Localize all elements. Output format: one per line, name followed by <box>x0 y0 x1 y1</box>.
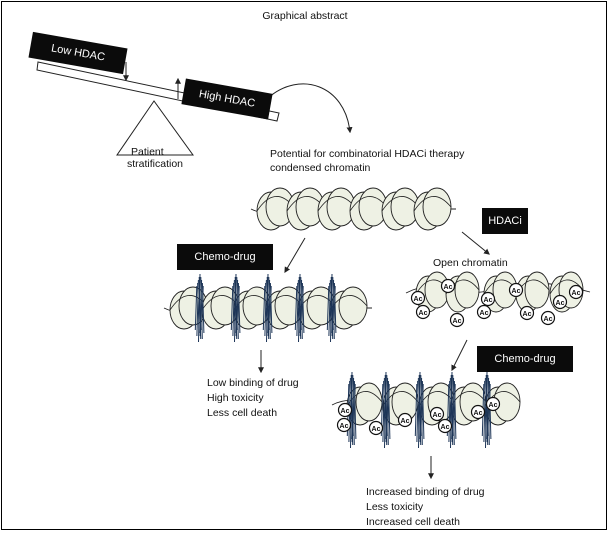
svg-text:Ac: Ac <box>441 424 450 431</box>
condensed-chromatin-nucleosome <box>317 187 356 231</box>
chemo-drug-box-left: Chemo-drug <box>177 244 273 270</box>
drug-spike <box>194 273 205 343</box>
condensed-chromatin-nucleosome <box>413 187 452 231</box>
condensed-chromatin-label: condensed chromatin <box>270 162 371 174</box>
svg-text:Ac: Ac <box>453 318 462 325</box>
outcome-right-3: Increased cell death <box>366 516 460 528</box>
acetyl-mark: Ac <box>437 418 453 434</box>
chemo-drug-box-right: Chemo-drug <box>477 346 573 372</box>
acetyl-mark: Ac <box>568 284 584 300</box>
svg-text:Ac: Ac <box>340 423 349 430</box>
low-hdac-label: Low HDAC <box>50 42 106 64</box>
acetyl-mark: Ac <box>519 305 535 321</box>
svg-text:Ac: Ac <box>523 311 532 318</box>
condensed-chromatin-nucleosome <box>349 187 388 231</box>
figure-title: Graphical abstract <box>262 10 348 22</box>
acetyl-mark: Ac <box>440 278 456 294</box>
svg-text:Ac: Ac <box>480 310 489 317</box>
acetyl-mark: Ac <box>470 404 486 420</box>
drug-spike <box>326 273 337 343</box>
condensed-chromatin-nucleosome <box>381 187 420 231</box>
chemo-drug-label-left: Chemo-drug <box>194 251 256 263</box>
svg-text:Ac: Ac <box>444 284 453 291</box>
svg-text:Ac: Ac <box>372 426 381 433</box>
arrow-to-condensed-drug <box>284 237 306 274</box>
drug-spike <box>414 371 425 449</box>
svg-text:Ac: Ac <box>419 310 428 317</box>
acetyl-mark: Ac <box>552 294 568 310</box>
svg-text:Ac: Ac <box>544 316 553 323</box>
hdaci-box: HDACi <box>482 208 528 234</box>
chemo-drug-label-right: Chemo-drug <box>494 353 556 365</box>
fulcrum-label-2: stratification <box>127 158 184 170</box>
svg-text:Ac: Ac <box>484 297 493 304</box>
svg-text:Ac: Ac <box>474 410 483 417</box>
svg-text:Ac: Ac <box>556 300 565 307</box>
drug-spike <box>230 273 241 343</box>
fulcrum-label-1: Patient <box>131 146 164 158</box>
acetyl-mark: Ac <box>540 310 556 326</box>
drug-spike <box>294 273 305 343</box>
acetyl-mark: Ac <box>415 304 431 320</box>
outcome-left-2: High toxicity <box>207 392 264 404</box>
outcome-right-1: Increased binding of drug <box>366 486 485 498</box>
svg-text:Ac: Ac <box>433 412 442 419</box>
outcome-left-1: Low binding of drug <box>207 377 299 389</box>
acetyl-mark: Ac <box>336 417 352 433</box>
open-chromatin-drug-nucleosome <box>450 382 487 426</box>
svg-text:Ac: Ac <box>401 418 410 425</box>
open-chromatin-drug-nucleosome <box>382 382 419 426</box>
svg-text:Ac: Ac <box>512 288 521 295</box>
acetyl-mark: Ac <box>480 291 496 307</box>
condensed-chromatin-drug-nucleosome <box>201 286 240 330</box>
drug-spike <box>380 371 391 449</box>
acetyl-mark: Ac <box>449 312 465 328</box>
acetyl-mark: Ac <box>368 420 384 436</box>
open-chromatin-nucleosome <box>515 271 550 313</box>
fulcrum-triangle <box>116 100 194 156</box>
acetyl-mark: Ac <box>476 304 492 320</box>
svg-text:Ac: Ac <box>341 408 350 415</box>
arrow-to-open-drug <box>451 339 468 372</box>
open-chromatin-label: Open chromatin <box>433 257 508 269</box>
outcome-right-2: Less toxicity <box>366 501 424 513</box>
svg-text:Ac: Ac <box>414 296 423 303</box>
arrow-hdaci <box>461 231 490 255</box>
high-hdac-label: High HDAC <box>197 88 257 110</box>
acetyl-mark: Ac <box>397 412 413 428</box>
acetyl-mark: Ac <box>508 282 524 298</box>
acetyl-mark: Ac <box>337 402 353 418</box>
acetyl-mark: Ac <box>485 396 501 412</box>
svg-text:Ac: Ac <box>572 290 581 297</box>
drug-spike <box>262 273 273 343</box>
svg-text:Ac: Ac <box>489 402 498 409</box>
condensed-chromatin-nucleosome <box>286 187 325 231</box>
condensed-chromatin-drug-nucleosome <box>329 286 368 330</box>
outcome-left-3: Less cell death <box>207 407 278 419</box>
hdaci-label: HDACi <box>488 215 522 227</box>
acetyl-mark: Ac <box>410 290 426 306</box>
acetyl-mark: Ac <box>429 406 445 422</box>
curved-arrow <box>267 83 353 134</box>
potential-therapy-label: Potential for combinatorial HDACi therap… <box>270 148 465 160</box>
